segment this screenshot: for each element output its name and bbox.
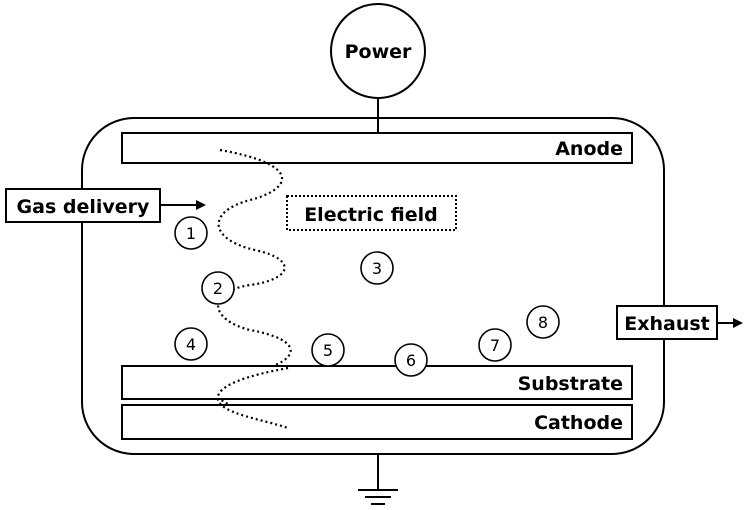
marker-2: 2 (201, 271, 235, 305)
substrate-label: Substrate (518, 373, 623, 395)
gas-delivery-label: Gas delivery (17, 196, 150, 218)
marker-7: 7 (478, 328, 512, 362)
electric-field-box (286, 195, 457, 231)
electric-field-label: Electric field (304, 204, 438, 226)
gas-arrow-head (196, 200, 206, 210)
marker-4-label: 4 (186, 335, 196, 354)
anode-plate (121, 132, 633, 164)
marker-6: 6 (394, 343, 428, 377)
substrate-plate (121, 365, 633, 400)
exhaust-label: Exhaust (624, 313, 710, 335)
chamber (81, 117, 665, 455)
marker-5: 5 (311, 333, 345, 367)
power-label: Power (345, 41, 412, 63)
cathode-plate (121, 404, 633, 440)
cathode-label: Cathode (534, 412, 623, 434)
marker-3: 3 (360, 251, 394, 285)
marker-8: 8 (526, 305, 560, 339)
marker-5-label: 5 (323, 341, 333, 360)
marker-1-label: 1 (186, 224, 196, 243)
marker-2-label: 2 (213, 279, 223, 298)
marker-7-label: 7 (490, 336, 500, 355)
anode-label: Anode (555, 138, 623, 160)
marker-1: 1 (174, 216, 208, 250)
electric-field-wave-overlay (216, 366, 289, 430)
marker-6-label: 6 (406, 351, 416, 370)
marker-4: 4 (174, 327, 208, 361)
marker-3-label: 3 (372, 259, 382, 278)
marker-8-label: 8 (538, 313, 548, 332)
exhaust-arrow-head (733, 318, 743, 328)
gas-delivery-box (5, 188, 161, 223)
